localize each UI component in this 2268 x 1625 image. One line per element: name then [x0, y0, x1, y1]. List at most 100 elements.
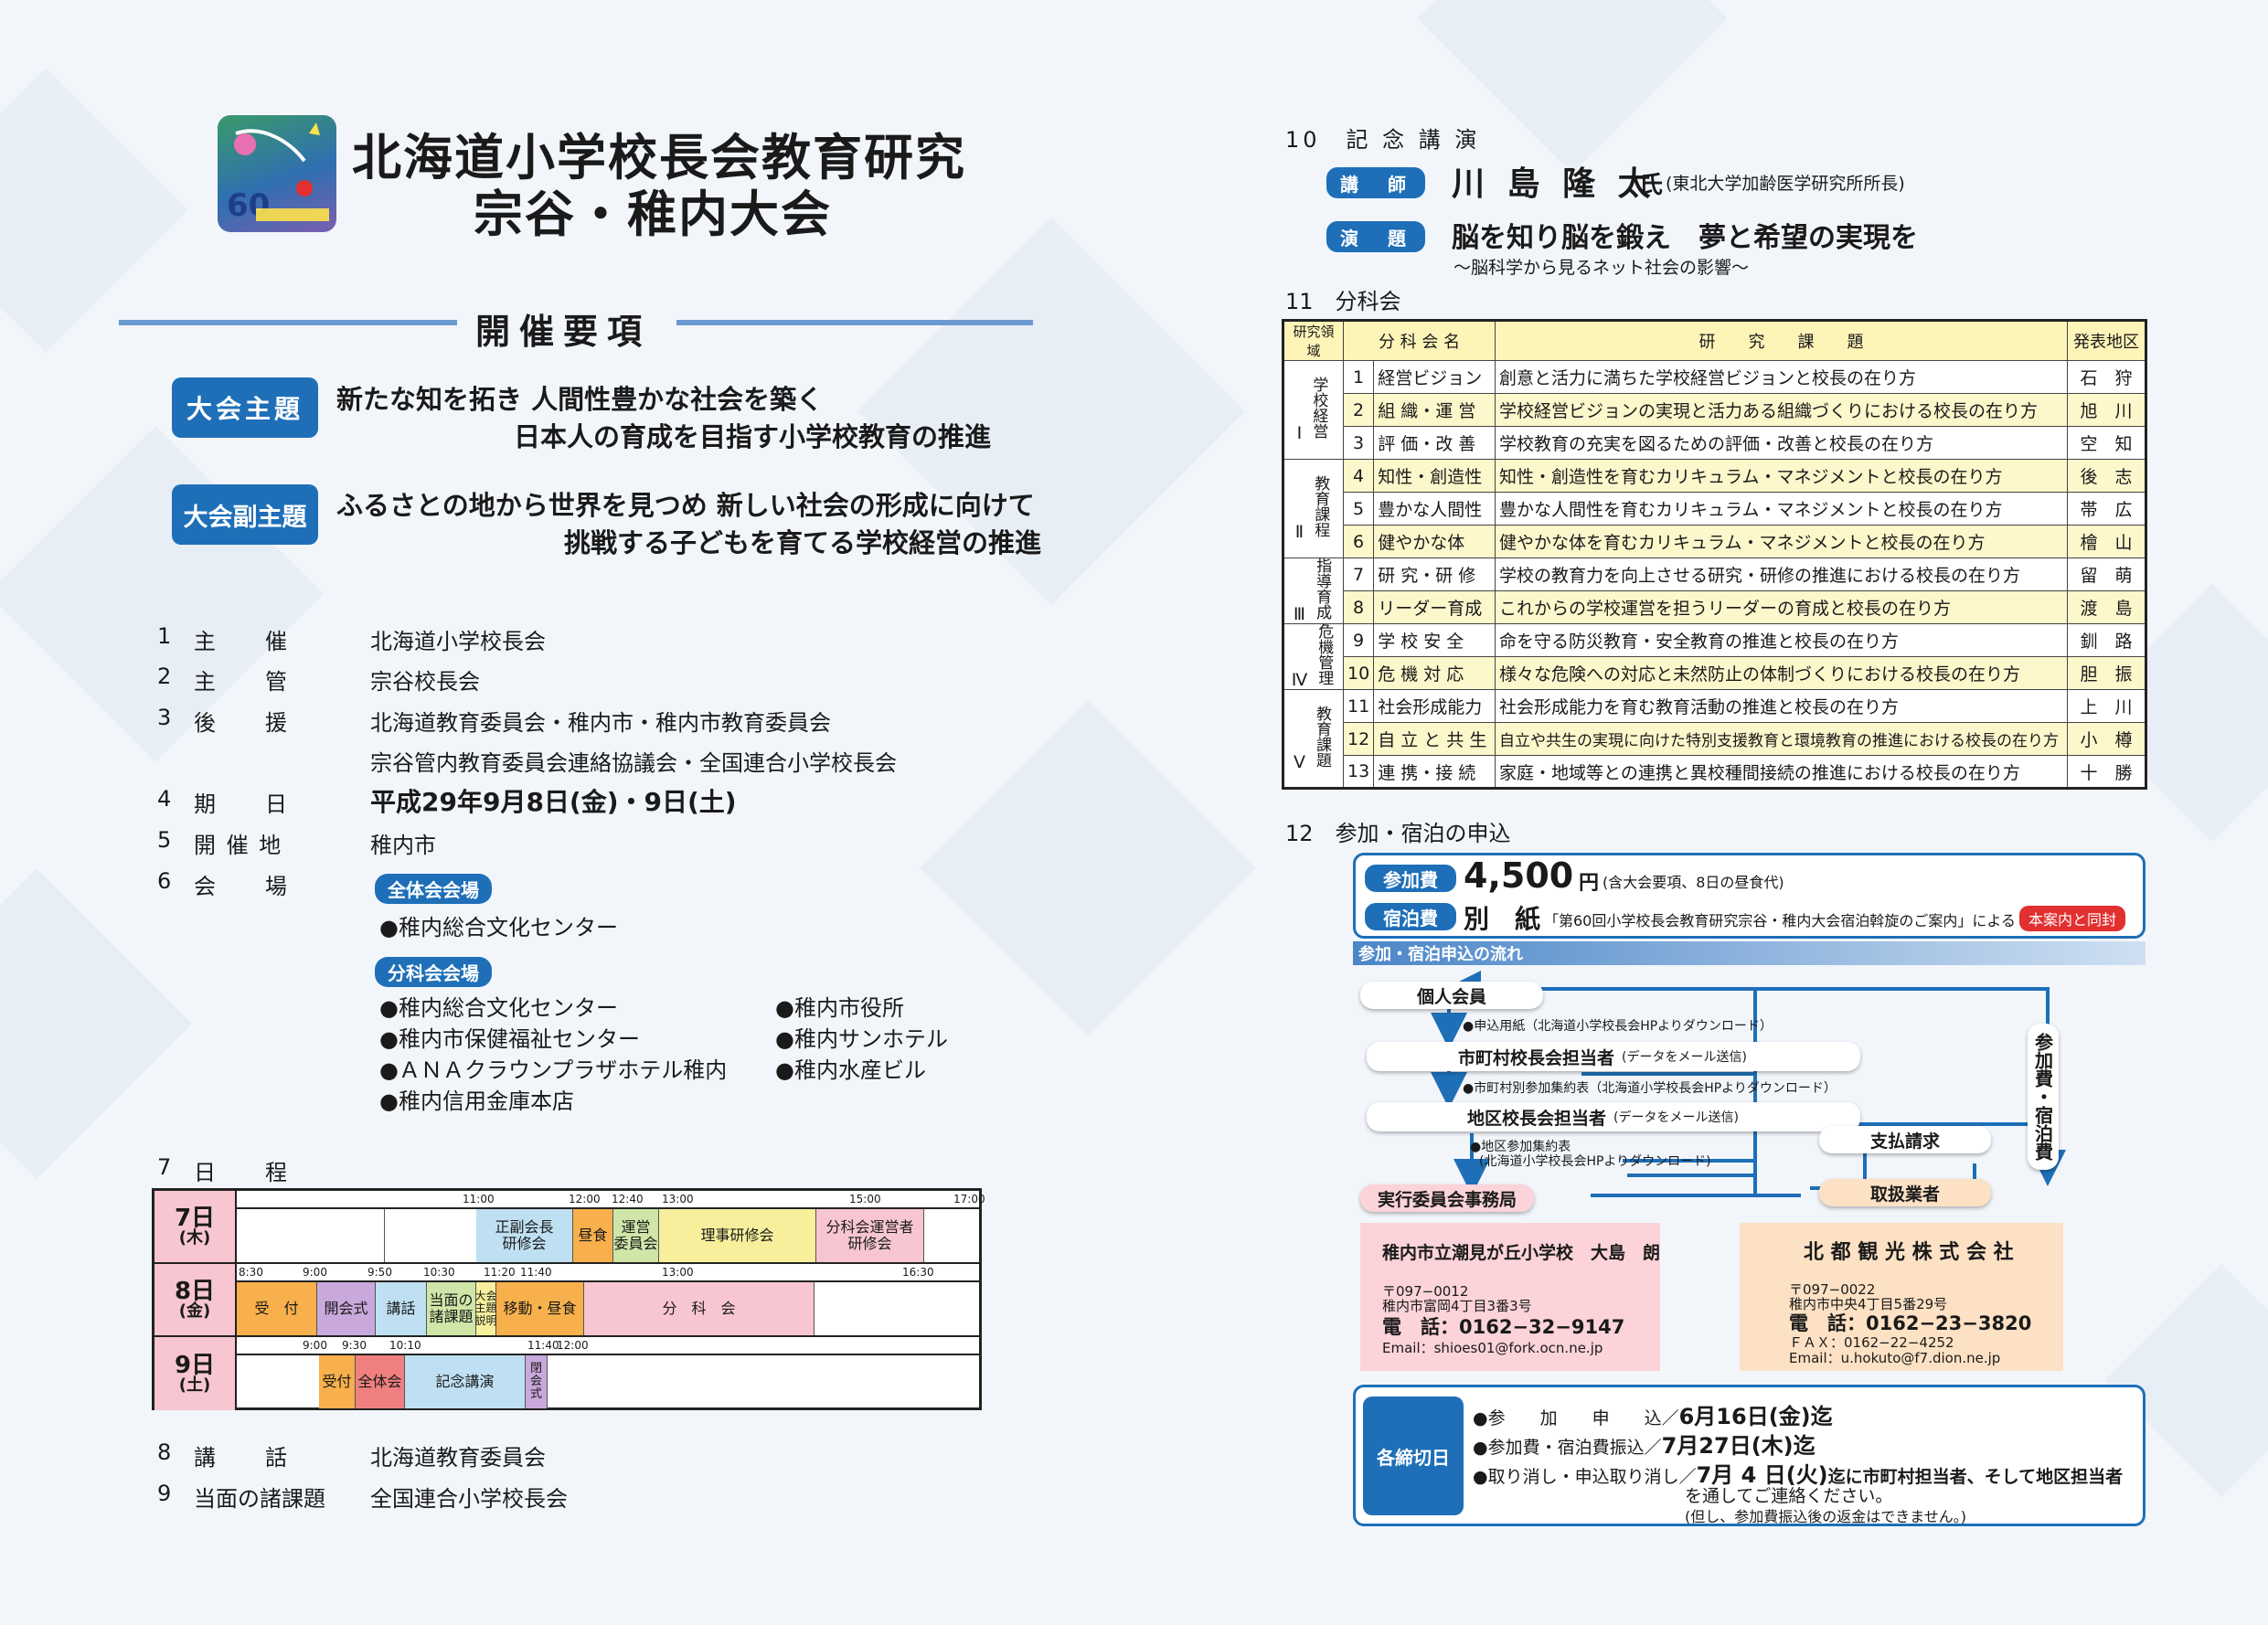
venue-sub-right-2: ●稚内サンホテル [775, 1026, 948, 1052]
deadline-line-4: を通してご連絡ください。 [1685, 1486, 1893, 1506]
domain-cell: Ⅱ 教育課程 [1283, 459, 1344, 558]
table-header-row: 研究領域 分 科 会 名 研 究 課 題 発表地区 [1283, 320, 2146, 361]
schedule-block: 受付 [319, 1355, 356, 1408]
item-value-location: 稚内市 [370, 833, 436, 858]
flow-node-committee: 実行委員会事務局 [1360, 1184, 1534, 1212]
schedule-block: 当面の 諸課題 [427, 1282, 476, 1335]
schedule-day-1: 7日(木) 11:00 12:00 12:40 13:00 15:00 17:0… [154, 1191, 985, 1264]
schedule-day-label: 7日(木) [154, 1191, 237, 1262]
item-value-host: 北海道小学校長会 [370, 629, 546, 654]
main-theme-line-1: 新たな知を拓き 人間性豊かな社会を築く [336, 384, 824, 415]
speaker-label: 講 師 [1326, 167, 1425, 198]
fee-unit: 円 [1579, 872, 1600, 895]
schedule-day-2: 8日(金) 8:30 9:00 9:50 10:30 11:20 11:40 1… [154, 1264, 979, 1337]
section-title: 開催要項 [475, 312, 652, 352]
domain-cell: Ⅲ 指導育成 [1283, 558, 1344, 624]
item-value-support: 北海道教育委員会・稚内市・稚内市教育委員会 [370, 710, 831, 736]
venue-sub-label: 分科会会場 [375, 957, 492, 987]
schedule-table: 7日(木) 11:00 12:00 12:40 13:00 15:00 17:0… [152, 1188, 985, 1410]
deadline-label: 各締切日 [1363, 1397, 1464, 1515]
item-label-location: 開 催 地 [194, 833, 283, 858]
main-theme-line-2: 日本人の育成を目指す小学校教育の推進 [514, 421, 992, 452]
item-number: 9 [157, 1481, 172, 1506]
title-line-2: 宗谷・稚内大会 [474, 186, 832, 243]
table-header: 研究領域 [1283, 320, 1344, 361]
domain-cell: Ⅳ 危機管理 [1283, 623, 1344, 690]
section-divider-right [676, 320, 1033, 325]
item-label-organizer: 主 管 [194, 669, 289, 695]
sub-theme-label: 大会副主題 [172, 484, 318, 545]
item-number: 3 [157, 705, 172, 730]
flow-node-payment: 支払請求 [1819, 1126, 1991, 1153]
venue-sub-right-1: ●稚内市役所 [775, 995, 904, 1021]
committee-zip: 〒097−0012 [1382, 1283, 1469, 1300]
speaker-name: 川 島 隆 太 [1452, 165, 1656, 203]
schedule-block: 理事研修会 [659, 1209, 816, 1262]
schedule-block: 受 付 [237, 1282, 317, 1335]
item-value-lecture: 北海道教育委員会 [370, 1445, 546, 1471]
schedule-blank [237, 1209, 385, 1262]
item-label-schedule: 日 程 [194, 1160, 289, 1185]
schedule-day-label: 9日(土) [154, 1337, 237, 1410]
agent-name: 北 都 観 光 株 式 会 社 [1804, 1241, 2014, 1264]
deadline-line-2: ●参加費・宿泊費振込／7月27日(木)迄 [1473, 1433, 1815, 1459]
table-header: 分 科 会 名 [1342, 320, 1496, 361]
flow-title: 参加・宿泊申込の流れ [1353, 941, 2146, 965]
flow-node-individual: 個人会員 [1360, 982, 1543, 1009]
schedule-block: 大会 主題 説明 [475, 1282, 497, 1335]
item-label-support: 後 援 [194, 710, 289, 736]
lodging-value: 別 紙 [1464, 904, 1541, 934]
schedule-block: 移動・昼食 [496, 1282, 584, 1335]
agent-email: Email：u.hokuto@f7.dion.ne.jp [1789, 1350, 2001, 1366]
committee-address: 稚内市富岡4丁目3番3号 [1382, 1298, 1532, 1314]
item-number: 5 [157, 827, 172, 853]
item-value-organizer: 宗谷校長会 [370, 669, 480, 695]
fee-label: 参加費 [1365, 865, 1456, 892]
sub-theme-line-1: ふるさとの地から世界を見つめ 新しい社会の形成に向けて [336, 490, 1035, 521]
item-label-issues: 当面の諸課題 [194, 1486, 325, 1512]
bunkakai-heading: 11 分科会 [1285, 289, 1401, 314]
bg-tile [0, 68, 188, 353]
schedule-time-bar: 9:00 9:30 10:10 11:40 12:00 [237, 1337, 979, 1355]
committee-name: 稚内市立潮見が丘小学校 大島 朗 [1382, 1243, 1661, 1263]
deadline-box: 各締切日 ●参 加 申 込／6月16日(金)迄 ●参加費・宿泊費振込／7月27日… [1353, 1385, 2146, 1526]
lecture-topic: 脳を知り脳を鍛え 夢と希望の実現を [1452, 222, 1918, 254]
table-header: 研 究 課 題 [1495, 320, 2068, 361]
speaker-suffix: 氏 [1639, 172, 1664, 199]
item-number: 6 [157, 868, 172, 894]
committee-tel: 電 話：0162−32−9147 [1382, 1316, 1625, 1338]
flow-note-2: ●市町村別参加集約表（北海道小学校長会HPよりダウンロード） [1463, 1081, 1837, 1096]
item-number: 8 [157, 1439, 172, 1465]
flow-side-label: 参加費・宿泊費 [2028, 1024, 2059, 1170]
lecture-subtopic: 〜脳科学から見るネット社会の影響〜 [1453, 258, 1750, 278]
fee-note: (含大会要項、8日の昼食代) [1603, 874, 1784, 891]
item-value-issues: 全国連合小学校長会 [370, 1486, 568, 1512]
committee-contact: 稚内市立潮見が丘小学校 大島 朗 〒097−0012 稚内市富岡4丁目3番3号 … [1360, 1223, 1660, 1371]
venue-sub-left-1: ●稚内総合文化センター [379, 995, 618, 1021]
table-header: 発表地区 [2067, 320, 2146, 361]
sub-theme-line-2: 挑戦する子どもを育てる学校経営の推進 [564, 527, 1042, 558]
flow-note-3b: (北海道小学校長会HPよりダウンロード) [1479, 1154, 1711, 1169]
domain-cell: Ⅴ 教育課題 [1283, 689, 1344, 789]
flow-node-city: 市町村校長会担当者(データをメール送信) [1367, 1042, 1860, 1071]
item-value-support-2: 宗谷管内教育委員会連絡協議会・全国連合小学校長会 [370, 750, 897, 776]
flow-note-1: ●申込用紙（北海道小学校長会HPよりダウンロード） [1463, 1019, 1773, 1034]
schedule-time-bar: 11:00 12:00 12:40 13:00 15:00 17:00 [237, 1191, 985, 1209]
schedule-day-3: 9日(土) 9:00 9:30 10:10 11:40 12:00 受付 全体会… [154, 1337, 979, 1410]
agent-fax: ＦＡＸ：0162−22−4252 [1789, 1334, 1954, 1351]
speaker-affiliation: (東北大学加齢医学研究所所長) [1666, 174, 1905, 194]
agent-contact: 北 都 観 光 株 式 会 社 〒097−0022 稚内市中央4丁目5番29号 … [1740, 1223, 2063, 1371]
schedule-block: 運営 委員会 [613, 1209, 659, 1262]
title-line-1: 北海道小学校長会教育研究 [352, 129, 966, 186]
lecture-heading: 10 記 念 講 演 [1285, 127, 1481, 153]
domain-cell: Ⅰ 学校経営 [1283, 360, 1344, 460]
deadline-line-5: (但し、参加費振込後の返金はできません。) [1685, 1508, 1967, 1525]
apply-heading: 12 参加・宿泊の申込 [1285, 821, 1511, 846]
item-number: 4 [157, 786, 172, 812]
item-label-date: 期 日 [194, 791, 289, 817]
